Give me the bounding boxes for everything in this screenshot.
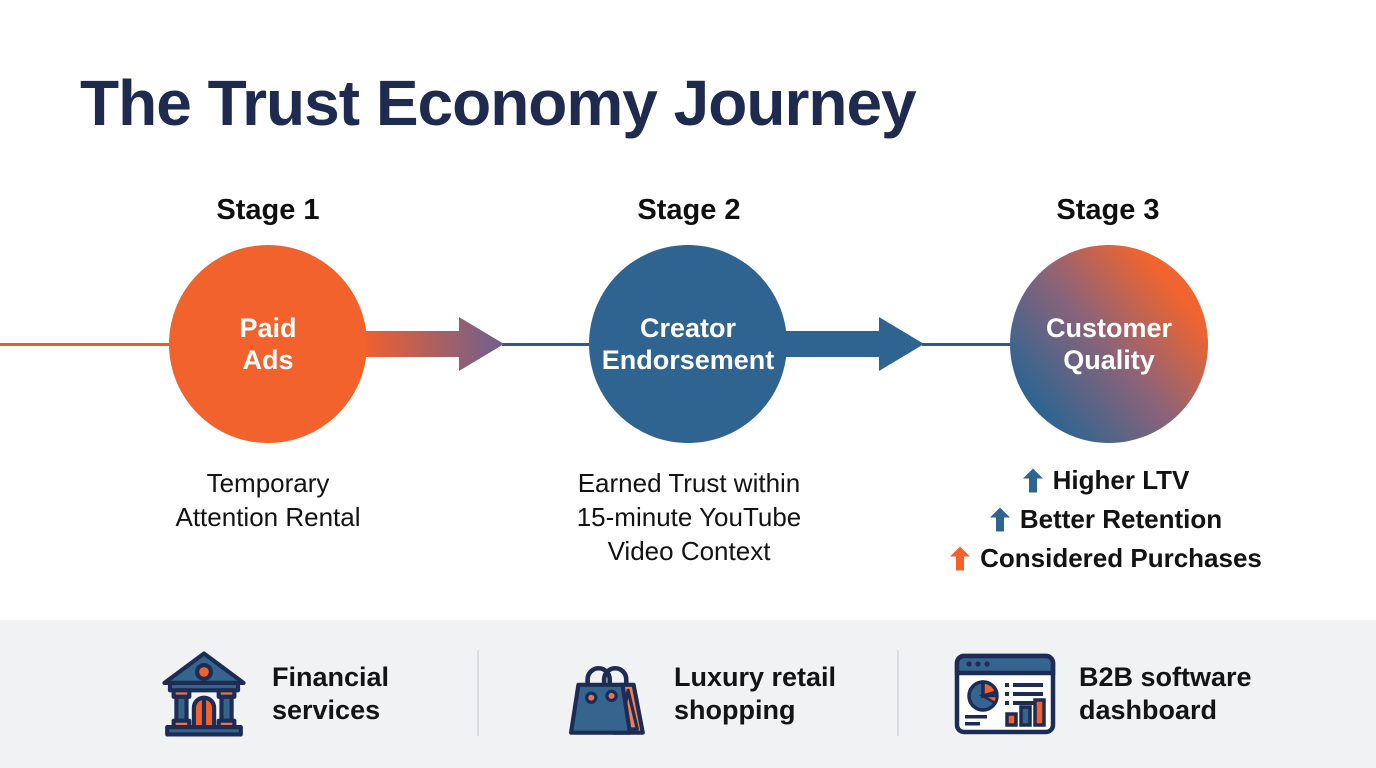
footer-label: Luxury retail shopping	[674, 662, 837, 725]
bank-icon	[162, 651, 246, 737]
dashboard-icon	[954, 653, 1056, 735]
up-arrow-icon	[950, 546, 971, 571]
footer-item-luxury-retail: Luxury retail shopping	[560, 648, 836, 740]
stage-3-outcomes: Higher LTV Better Retention Considered P…	[916, 465, 1296, 574]
outcome-considered-purchases: Considered Purchases	[950, 543, 1262, 574]
outcome-higher-ltv: Higher LTV	[1022, 465, 1190, 496]
connector-line-left	[0, 343, 175, 346]
stage-1-label: Stage 1	[216, 194, 320, 226]
connector-line-mid-2	[922, 343, 1016, 346]
stage-2-label: Stage 2	[637, 194, 741, 226]
flow-arrow-2-icon	[784, 317, 924, 371]
outcome-better-retention: Better Retention	[989, 504, 1223, 535]
footer-label: Financial services	[272, 662, 390, 725]
flow-arrow-1-icon	[364, 317, 504, 371]
outcome-text: Better Retention	[1019, 504, 1223, 534]
stage-3-label: Stage 3	[1056, 194, 1160, 226]
outcome-text: Higher LTV	[1052, 465, 1190, 495]
connector-line-mid-1	[502, 343, 594, 346]
footer-label: B2B software dashboard	[1079, 662, 1252, 725]
up-arrow-icon	[989, 507, 1010, 532]
stage-2-caption: Earned Trust within 15-minute YouTube Vi…	[576, 468, 802, 566]
footer-item-b2b-dashboard: B2B software dashboard	[953, 652, 1252, 736]
stage-1-circle: Paid Ads	[169, 245, 367, 443]
outcome-text: Considered Purchases	[980, 543, 1262, 573]
footer-divider	[477, 650, 479, 736]
shopping-bag-icon	[568, 666, 645, 735]
up-arrow-icon	[1022, 468, 1043, 493]
page-title: The Trust Economy Journey	[80, 67, 917, 139]
stage-1-caption: Temporary Attention Rental	[175, 468, 361, 532]
footer-item-financial-services: Financial services	[158, 648, 389, 740]
footer-divider	[897, 650, 899, 736]
stage-2-circle: Creator Endorsement	[589, 245, 787, 443]
stage-3-circle: Customer Quality	[1010, 245, 1208, 443]
